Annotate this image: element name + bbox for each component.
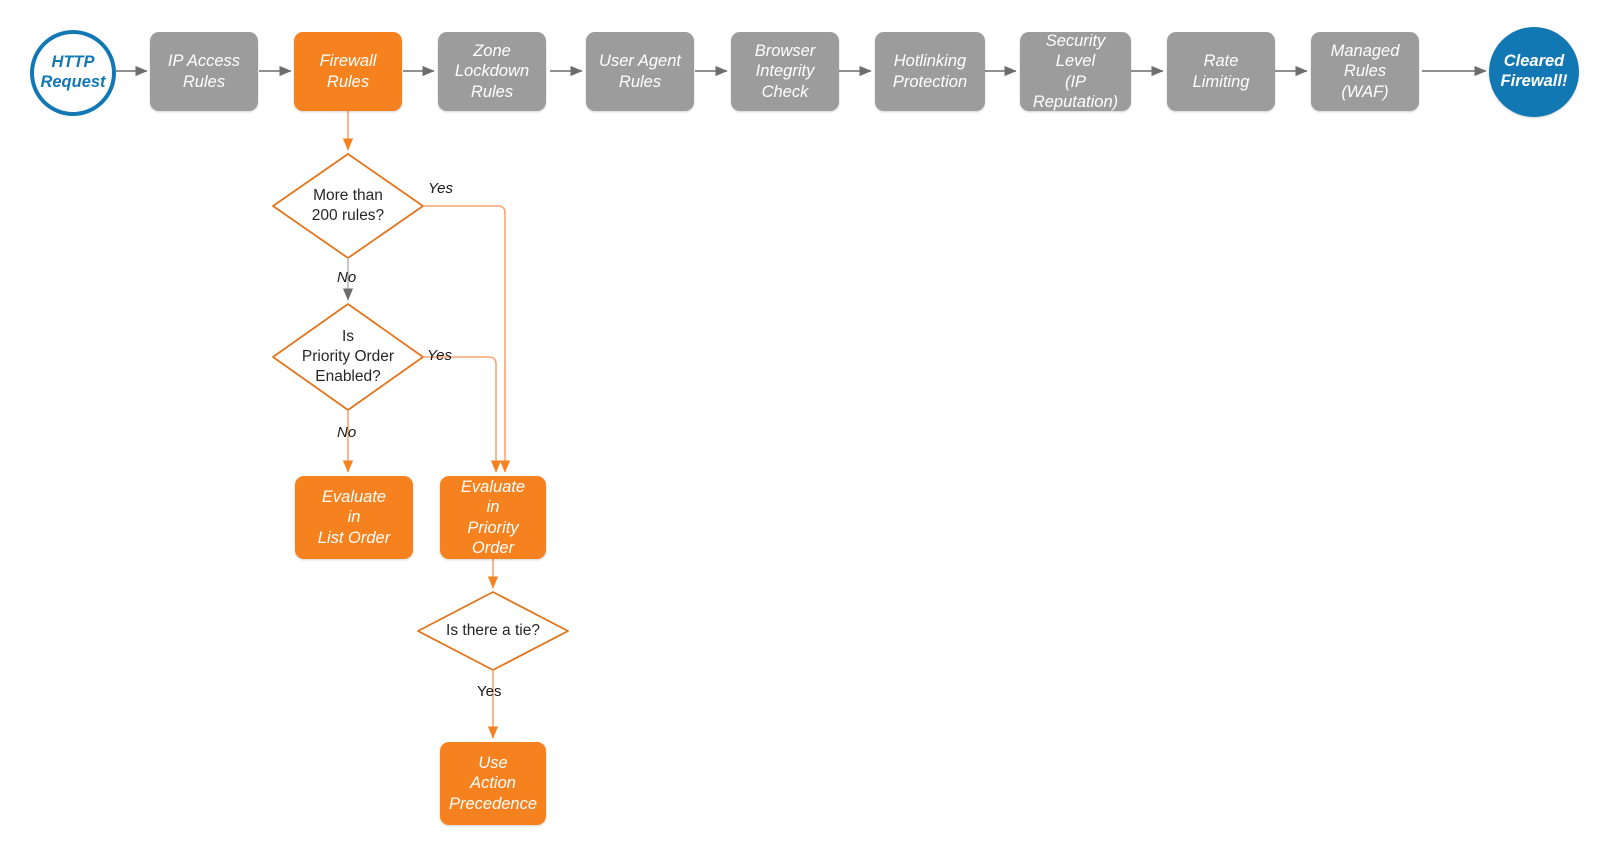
line-1: Managed — [1330, 42, 1400, 61]
node-zone-lockdown-rules-label: Zone Lockdown Rules — [455, 41, 529, 101]
edge-label-priority-yes: Yes — [427, 347, 453, 364]
line-2: Priority Order — [301, 348, 395, 366]
node-security-level[interactable]: Security Level (IP Reputation) — [1020, 32, 1131, 111]
node-hotlinking-protection-label: Hotlinking Protection — [893, 51, 967, 91]
node-evaluate-in-priority-order[interactable]: Evaluate in Priority Order — [440, 476, 546, 559]
node-cleared-firewall-label: Cleared Firewall! — [1501, 52, 1568, 92]
node-security-level-label: Security Level (IP Reputation) — [1026, 31, 1125, 112]
node-managed-rules-waf[interactable]: Managed Rules (WAF) — [1311, 32, 1419, 111]
node-evaluate-in-priority-order-label: Evaluate in Priority Order — [446, 477, 540, 558]
line-2: Request — [40, 73, 106, 91]
edge-label-rules-yes: Yes — [428, 180, 454, 197]
line-1: Is — [341, 328, 355, 346]
line-1: Use — [478, 754, 508, 773]
node-is-priority-order-enabled[interactable]: Is Priority Order Enabled? — [273, 319, 423, 395]
node-zone-lockdown-rules[interactable]: Zone Lockdown Rules — [438, 32, 546, 111]
line-2: Rules — [182, 72, 226, 91]
edge-label-tie-yes: Yes — [477, 683, 502, 700]
node-cleared-firewall[interactable]: Cleared Firewall! — [1489, 27, 1579, 117]
line-1: Evaluate — [321, 488, 387, 507]
line-3: (IP Reputation) — [1032, 72, 1119, 111]
line-2: Integrity — [755, 62, 815, 81]
line-2: in — [486, 498, 500, 517]
line-3: Priority Order — [467, 518, 519, 557]
node-more-than-200-rules[interactable]: More than 200 rules? — [278, 176, 418, 236]
node-is-priority-order-enabled-label: Is Priority Order Enabled? — [302, 327, 394, 386]
line-1: Zone — [473, 42, 511, 61]
line-1: Rate — [1203, 52, 1239, 71]
node-hotlinking-protection[interactable]: Hotlinking Protection — [875, 32, 985, 111]
edge-label-priority-no: No — [337, 424, 357, 441]
line-1: User Agent — [599, 52, 681, 71]
node-http-request-label: HTTP Request — [40, 53, 105, 93]
line-2: Firewall! — [1500, 72, 1568, 90]
line-2: Lockdown — [454, 62, 530, 81]
node-user-agent-rules[interactable]: User Agent Rules — [586, 32, 694, 111]
node-managed-rules-waf-label: Managed Rules (WAF) — [1331, 41, 1400, 101]
line-2: Rules — [1343, 62, 1387, 81]
node-is-there-a-tie-label: Is there a tie? — [446, 622, 540, 640]
line-3: Precedence — [448, 794, 538, 813]
line-3: (WAF) — [1341, 82, 1389, 101]
line-2: Limiting — [1192, 72, 1250, 91]
node-use-action-precedence[interactable]: Use Action Precedence — [440, 742, 546, 825]
line-3: Check — [761, 82, 809, 101]
node-evaluate-in-list-order[interactable]: Evaluate in List Order — [295, 476, 413, 559]
line-1: IP Access — [167, 52, 241, 71]
node-evaluate-in-list-order-label: Evaluate in List Order — [318, 487, 390, 547]
node-rate-limiting[interactable]: Rate Limiting — [1167, 32, 1275, 111]
edge-label-rules-no: No — [337, 269, 357, 286]
line-1: Evaluate — [460, 478, 526, 497]
node-is-there-a-tie[interactable]: Is there a tie? — [423, 618, 563, 644]
node-browser-integrity-check-label: Browser Integrity Check — [755, 41, 816, 101]
node-firewall-rules[interactable]: Firewall Rules — [294, 32, 402, 111]
node-http-request[interactable]: HTTP Request — [30, 30, 116, 116]
line-1: HTTP — [51, 53, 95, 72]
node-ip-access-rules[interactable]: IP Access Rules — [150, 32, 258, 111]
line-3: Rules — [470, 82, 514, 101]
line-3: Enabled? — [315, 367, 381, 385]
line-2: 200 rules? — [311, 207, 385, 224]
line-3: List Order — [317, 528, 391, 547]
line-1: Hotlinking — [893, 52, 967, 71]
line-2: Rules — [326, 72, 370, 91]
line-1: Browser — [754, 42, 816, 61]
line-2: Action — [470, 774, 516, 793]
line-1: Cleared — [1503, 52, 1565, 71]
edge-priority-yes — [423, 356, 502, 473]
node-ip-access-rules-label: IP Access Rules — [168, 51, 240, 91]
node-rate-limiting-label: Rate Limiting — [1193, 51, 1250, 91]
node-more-than-200-rules-label: More than 200 rules? — [312, 186, 384, 226]
line-2: in — [347, 508, 361, 527]
line-1: Security — [1045, 32, 1106, 51]
line-2: Level — [1055, 52, 1096, 71]
line-1: More than — [313, 187, 383, 205]
line-2: Rules — [618, 72, 662, 91]
line-1: Firewall — [319, 52, 377, 71]
edge-rules-yes — [423, 205, 511, 473]
node-use-action-precedence-label: Use Action Precedence — [449, 753, 537, 813]
node-firewall-rules-label: Firewall Rules — [320, 51, 377, 91]
line-2: Protection — [892, 72, 968, 91]
node-user-agent-rules-label: User Agent Rules — [599, 51, 681, 91]
node-browser-integrity-check[interactable]: Browser Integrity Check — [731, 32, 839, 111]
